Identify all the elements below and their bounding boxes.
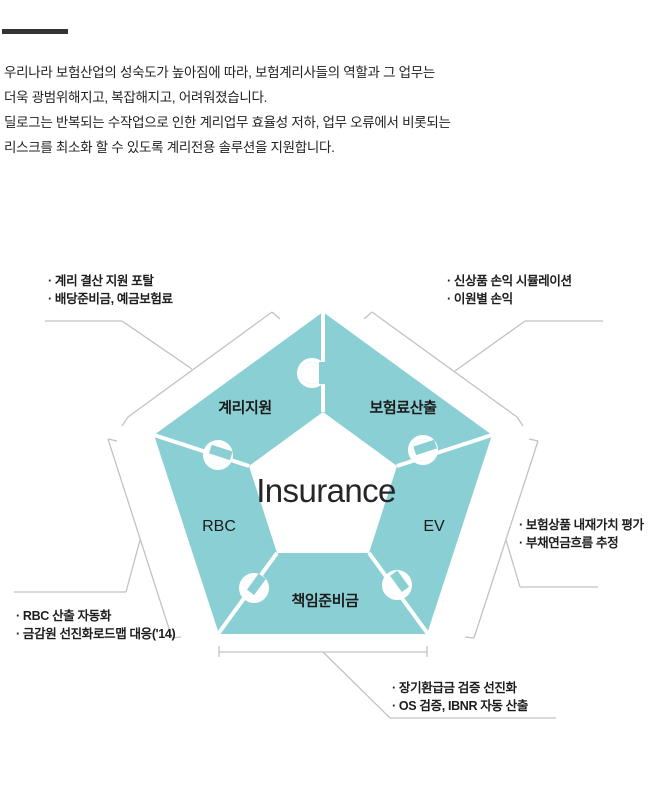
piece-label-actuarial-support: 계리지원 [218, 399, 272, 417]
callout-reserve: · 장기환급금 검증 선진화 · OS 검증, IBNR 자동 산출 [392, 681, 528, 713]
piece-label-reserve: 책임준비금 [291, 592, 359, 610]
callout-ev: · 보험상품 내재가치 평가 · 부채연금흐름 추정 [519, 518, 644, 550]
center-label-insurance: Insurance [256, 472, 396, 509]
pentagon-graphic [14, 311, 603, 719]
callout-rbc: · RBC 산출 자동화 · 금감원 선진화로드맵 대응('14) [16, 609, 176, 641]
piece-label-premium-calc: 보험료산출 [369, 399, 437, 417]
callout-actuarial-support: · 계리 결산 지원 포탈 · 배당준비금, 예금보험료 [48, 274, 173, 306]
callout-premium-calc: · 신상품 손익 시뮬레이션 · 이원별 손익 [447, 274, 572, 306]
callout-leaders [14, 311, 603, 719]
piece-label-ev: EV [423, 518, 445, 535]
pentagon-ring [154, 312, 492, 634]
intro-paragraph: 우리나라 보험산업의 성숙도가 높아짐에 따라, 보험계리사들의 역할과 그 업… [4, 65, 451, 155]
piece-label-rbc: RBC [202, 518, 236, 535]
insurance-pentagon-diagram: 계리지원 보험료산출 EV 책임준비금 RBC Insurance [0, 240, 652, 760]
accent-rule [2, 29, 68, 34]
